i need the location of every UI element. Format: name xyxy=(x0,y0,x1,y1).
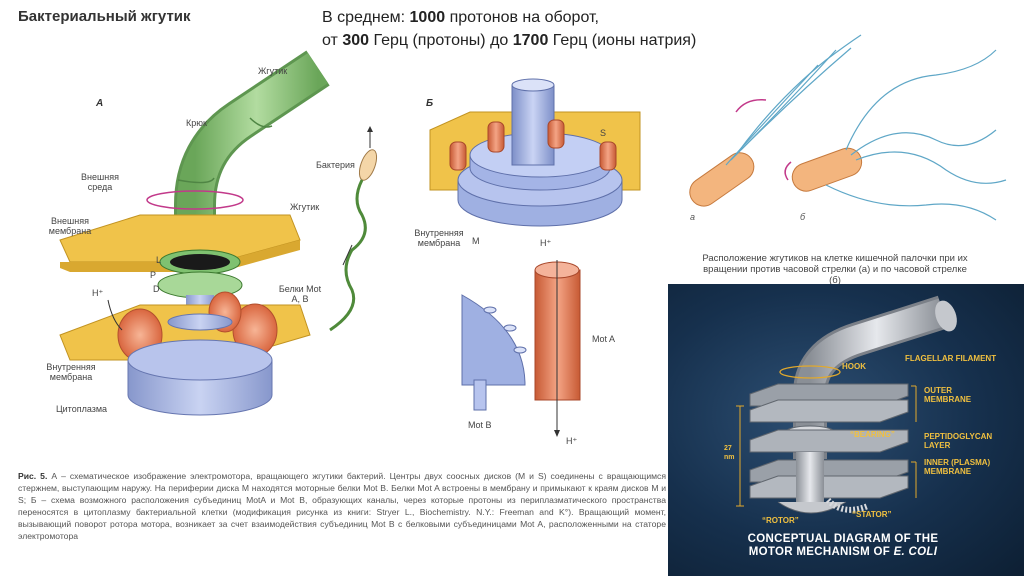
label-disk-m: M xyxy=(472,236,480,246)
label-stator: “STATOR” xyxy=(852,510,892,519)
label-inner-membrane-b: Внутренняя мембрана xyxy=(414,228,464,248)
label-mot-proteins: Белки Mot A, B xyxy=(278,284,322,304)
label-size: 27 nm xyxy=(724,445,735,461)
label-cell-b: б xyxy=(800,212,806,222)
label-flagellum: Жгутик xyxy=(258,66,288,76)
conceptual-title: CONCEPTUAL DIAGRAM OF THE MOTOR MECHANIS… xyxy=(747,533,939,558)
label-mot-a: Mot A xyxy=(592,334,616,344)
label-outer-membrane-en: OUTER MEMBRANE xyxy=(924,386,972,404)
panel-a-label: А xyxy=(96,98,104,109)
label-bacteria: Бактерия xyxy=(316,160,355,170)
label-cytoplasm: Цитоплазма xyxy=(56,404,108,414)
label-ring-p: P xyxy=(150,270,157,280)
label-ring-d: D xyxy=(153,284,160,294)
label-flagellum-2: Жгутик xyxy=(290,202,320,212)
conceptual-diagram xyxy=(736,295,957,514)
panel-b-diagram xyxy=(429,78,641,437)
label-flagellar-filament: FLAGELLAR FILAMENT xyxy=(905,354,997,363)
label-proton-bottom: H⁺ xyxy=(566,436,578,446)
header-line-1: В среднем: 1000 протонов на оборот, xyxy=(322,9,599,26)
ecoli-caption: Расположение жгутиков на клетке кишечной… xyxy=(702,253,968,286)
conceptual-panel xyxy=(668,284,1024,576)
label-mot-b: Mot B xyxy=(468,420,492,430)
label-rotor: “ROTOR” xyxy=(762,516,799,525)
label-bearing: “BEARING” xyxy=(850,430,895,439)
panel-a-diagram xyxy=(59,50,378,416)
slide-title: Бактериальный жгутик xyxy=(18,8,191,25)
label-ring-l: L xyxy=(156,255,162,265)
label-inner-membrane-en: INNER (PLASMA) MEMBRANE xyxy=(924,458,991,476)
label-peptidoglycan: PEPTIDOGLYCAN LAYER xyxy=(924,432,993,450)
panel-b-label: Б xyxy=(426,98,434,109)
label-cell-a: а xyxy=(690,212,696,222)
label-hook-en: HOOK xyxy=(842,362,866,371)
label-disk-s: S xyxy=(600,128,607,138)
label-hook: Крюк xyxy=(186,118,207,128)
label-outer-membrane: Внешняя мембрана xyxy=(48,216,92,236)
label-outer-env: Внешняя среда xyxy=(81,172,119,192)
label-proton-top: H⁺ xyxy=(540,238,552,248)
header-line-2: от 300 Герц (протоны) до 1700 Герц (ионы… xyxy=(322,32,697,49)
figure-caption: Рис. 5. А – схематическое изображение эл… xyxy=(18,471,666,541)
label-proton-a: H⁺ xyxy=(92,288,104,298)
header-text: В среднем: 1000 протонов на оборот, от 3… xyxy=(322,6,696,52)
ecoli-flagella-diagram xyxy=(689,34,1007,221)
label-inner-membrane: Внутренняя мембрана xyxy=(46,362,96,382)
